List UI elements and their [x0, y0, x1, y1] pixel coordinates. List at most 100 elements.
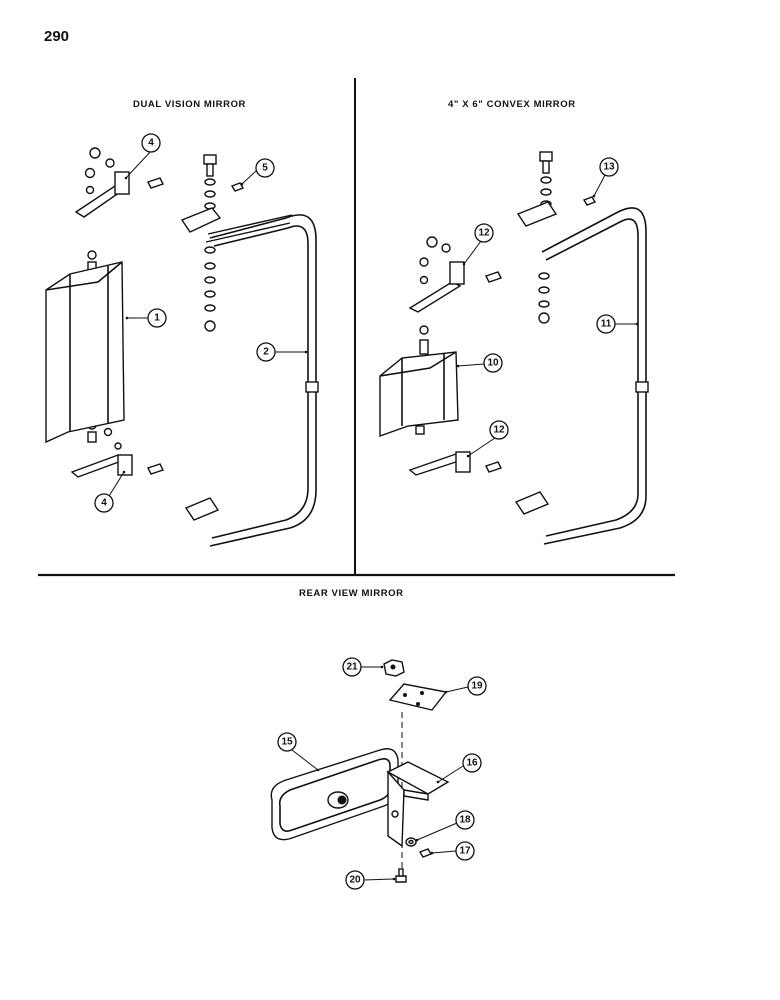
callout-c19: 19 [444, 676, 487, 696]
callout-leader [241, 170, 257, 185]
callout-c20: 20 [345, 870, 396, 890]
callout-pointer [415, 838, 419, 842]
page-number: 290 [44, 28, 70, 45]
callout-leader [445, 686, 469, 693]
callout-number: 21 [346, 662, 358, 673]
rear-washer-18 [405, 837, 417, 847]
callout-pointer [122, 470, 126, 474]
callout-number: 12 [493, 425, 505, 436]
hardware-stack-top [203, 154, 245, 210]
rear-plate-19 [388, 683, 448, 711]
callout-leader [291, 749, 319, 771]
rear-screw-20 [395, 868, 407, 883]
convex-upper-bracket-12 [408, 236, 502, 313]
callout-c21: 21 [342, 657, 384, 677]
callout-number: 17 [459, 846, 471, 857]
callout-pointer [462, 262, 466, 266]
callout-circle [455, 841, 475, 861]
callout-circle [277, 732, 297, 752]
callout-number: 13 [603, 162, 615, 173]
callout-circle [342, 657, 362, 677]
callout-c18: 18 [415, 810, 475, 842]
callout-number: 18 [459, 815, 471, 826]
callout-c2: 2 [256, 342, 308, 362]
callout-pointer [635, 322, 639, 326]
callout-number: 11 [601, 319, 612, 330]
callout-number: 10 [487, 358, 499, 369]
callout-leader [431, 850, 457, 854]
convex-lower-bracket-12 [408, 451, 502, 476]
callout-pointer [380, 665, 384, 669]
callout-circle [483, 353, 503, 373]
callout-number: 5 [262, 163, 268, 174]
dual-vision-mirror-title: DUAL VISION MIRROR [133, 99, 247, 110]
callout-c10: 10 [456, 353, 503, 373]
callout-leader [437, 765, 464, 783]
convex-mirror-head-10 [379, 325, 459, 437]
callout-c15: 15 [277, 732, 320, 772]
callout-c17: 17 [430, 841, 475, 861]
callout-leader [125, 150, 152, 179]
callout-pointer [430, 851, 434, 855]
rear-nut-21 [383, 659, 405, 677]
callout-pointer [466, 454, 470, 458]
callout-c4a: 4 [124, 133, 161, 180]
callout-leader [363, 878, 395, 881]
callout-pointer [392, 877, 396, 881]
callout-leader [108, 471, 125, 497]
callout-leader [457, 363, 485, 367]
callout-pointer [124, 176, 128, 180]
callout-number: 19 [471, 681, 483, 692]
rear-view-mirror-title: REAR VIEW MIRROR [299, 588, 404, 599]
callout-c13: 13 [592, 157, 619, 198]
callout-leader [416, 822, 458, 841]
convex-hardware-stack [538, 151, 597, 324]
convex-mirror-title: 4" X 6" CONVEX MIRROR [448, 99, 576, 110]
callout-pointer [456, 364, 460, 368]
callout-circle [455, 810, 475, 830]
callout-circle [596, 314, 616, 334]
callout-leader [463, 240, 482, 265]
callout-circle [462, 753, 482, 773]
callout-pointer [304, 350, 308, 354]
callout-c4b: 4 [94, 470, 126, 513]
callout-circle [255, 158, 275, 178]
callout-c12b: 12 [466, 420, 509, 458]
callout-c12a: 12 [462, 223, 494, 266]
upper-bracket-4 [74, 147, 164, 218]
callout-number: 4 [101, 498, 107, 509]
callout-circle [489, 420, 509, 440]
callout-number: 16 [466, 758, 478, 769]
rear-mirror-15 [270, 748, 399, 841]
callout-circle [141, 133, 161, 153]
callout-c16: 16 [436, 753, 482, 784]
callout-circle [256, 342, 276, 362]
callout-c1: 1 [125, 308, 167, 328]
callout-pointer [316, 768, 320, 772]
callout-pointer [240, 182, 244, 186]
callout-circle [467, 676, 487, 696]
lower-bracket-4 [70, 420, 164, 478]
callout-pointer [436, 780, 440, 784]
convex-mirror-arm-11 [514, 201, 649, 545]
callout-circle [147, 308, 167, 328]
callout-leader [467, 437, 496, 457]
callout-number: 20 [349, 875, 361, 886]
rear-bracket-16 [386, 761, 450, 848]
callout-number: 1 [154, 313, 160, 324]
callout-number: 2 [263, 347, 269, 358]
washer-stack-middle [204, 246, 216, 332]
callout-c5: 5 [240, 158, 275, 186]
callout-pointer [444, 690, 448, 694]
callout-c11: 11 [596, 314, 639, 334]
rear-screw-17 [418, 848, 433, 858]
callout-number: 4 [148, 138, 154, 149]
callout-circle [94, 493, 114, 513]
callout-circle [599, 157, 619, 177]
mirror-arm-2 [180, 207, 319, 547]
callout-circle [474, 223, 494, 243]
callout-pointer [125, 316, 129, 320]
callout-leader [593, 174, 606, 197]
callout-number: 15 [281, 737, 293, 748]
